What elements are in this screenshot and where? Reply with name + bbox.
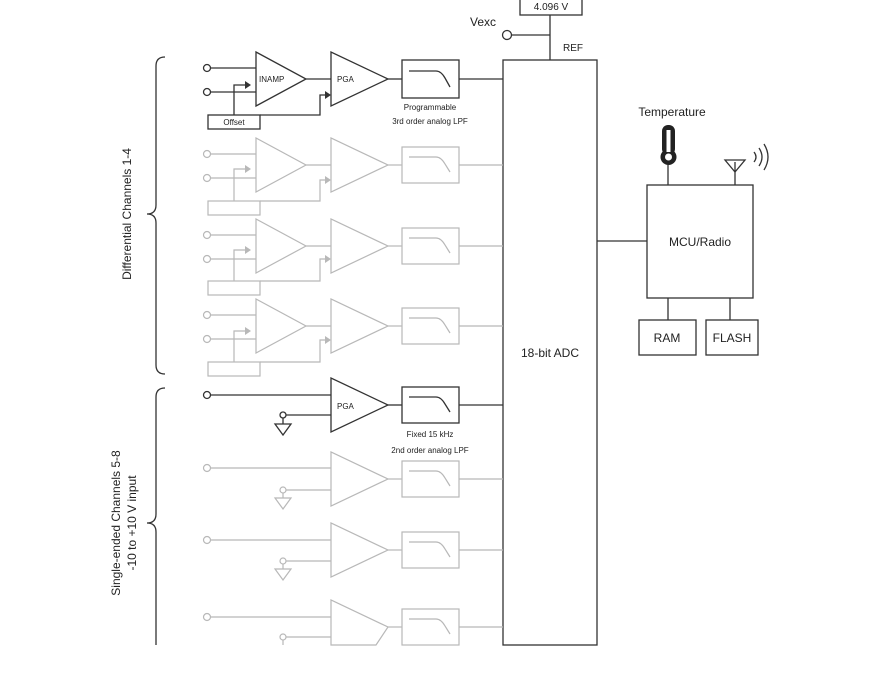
temperature-label: Temperature <box>638 105 706 119</box>
inamp-label: INAMP <box>259 75 284 84</box>
single-ended-bracket <box>146 387 166 645</box>
single-ended-channel-5: PGA Fixed 15 kHz 2nd order analog LPF <box>202 376 503 455</box>
lowpass-curve-icon <box>409 70 451 88</box>
vexc-terminal <box>501 29 513 41</box>
lowpass-curve-icon <box>409 396 451 413</box>
programmable-lpf-label-line2: 3rd order analog LPF <box>392 117 468 126</box>
single-ended-channels-label-line2: -10 to +10 V input <box>125 475 139 571</box>
single-ended-channel-7 <box>202 522 503 582</box>
flash-block <box>705 319 759 356</box>
single-ended-channel-6 <box>202 451 503 511</box>
single-ended-channels-label-line1: Single-ended Channels 5-8 <box>109 450 123 596</box>
ram-label: RAM <box>654 331 681 345</box>
ref-label: REF <box>563 43 583 54</box>
mcu-radio-label: MCU/Radio <box>669 235 731 249</box>
reference-voltage-value: 4.096 V <box>534 2 569 13</box>
pga-label: PGA <box>337 402 355 411</box>
ram-block <box>638 319 697 356</box>
vexc-label: Vexc <box>470 15 496 29</box>
wireless-signal-icon <box>753 143 769 171</box>
pga-amplifier <box>330 50 390 108</box>
offset-label: Offset <box>223 118 245 127</box>
thermometer-icon <box>660 125 677 165</box>
mcu-radio-block <box>646 184 754 299</box>
differential-channel-3 <box>202 217 503 296</box>
fixed-lpf-label-line2: 2nd order analog LPF <box>391 446 469 455</box>
adc-label: 18-bit ADC <box>521 346 579 360</box>
pga-label: PGA <box>337 75 355 84</box>
differential-channel-1: INAMP Offset PGA Programmable 3rd order … <box>202 50 503 130</box>
differential-channels-label: Differential Channels 1-4 <box>120 148 134 280</box>
antenna-icon <box>723 159 747 185</box>
pga-amplifier <box>330 376 390 434</box>
programmable-lpf-label-line1: Programmable <box>404 103 457 112</box>
flash-label: FLASH <box>713 331 752 345</box>
fixed-lpf-label-line1: Fixed 15 kHz <box>407 430 454 439</box>
differential-bracket <box>146 56 166 375</box>
adc-block <box>502 59 598 646</box>
inamp-amplifier <box>255 50 308 108</box>
differential-channel-4 <box>202 297 503 377</box>
differential-channel-2 <box>202 136 503 216</box>
ground-icon <box>273 423 293 437</box>
programmable-lpf-block <box>401 59 460 99</box>
reference-voltage-box <box>519 0 583 16</box>
single-ended-channel-8 <box>202 599 503 646</box>
fixed-lpf-block <box>401 386 460 424</box>
